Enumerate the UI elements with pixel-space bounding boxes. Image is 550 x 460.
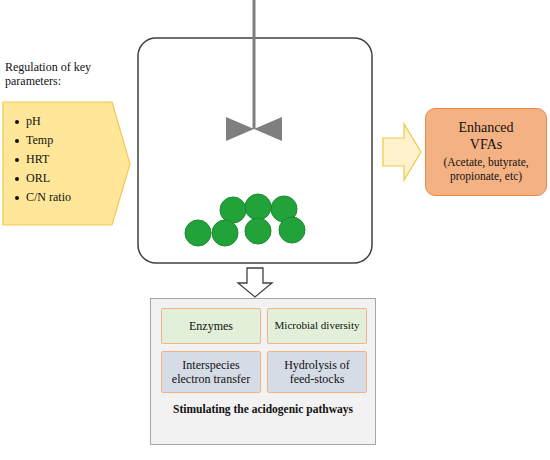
stirrer-blade	[226, 117, 254, 141]
box-text: Interspecies electron transfer	[168, 358, 254, 387]
sludge-granules	[185, 194, 305, 246]
parameter-item: HRT	[26, 152, 49, 166]
down-arrow	[238, 268, 272, 297]
parameter-item: C/N ratio	[26, 190, 71, 204]
bullet-dot	[15, 139, 19, 143]
pathway-box: Hydrolysis of feed-stocks	[267, 351, 367, 393]
box-text: (Acetate, butyrate, propionate, etc)	[432, 156, 540, 184]
bullet-dot	[15, 120, 19, 124]
output-arrow	[383, 124, 421, 180]
box-text: Enhanced VFAs	[450, 120, 522, 154]
parameter-arrow: Regulation of key parameters: pH TempHRT OR…	[0, 58, 134, 230]
parameter-heading: Regulation of key parameters:	[5, 60, 123, 89]
bullet-dot	[15, 177, 19, 181]
output-box: Enhanced VFAs(Acetate, butyrate, propion…	[425, 108, 547, 196]
parameter-item: Temp	[26, 133, 53, 147]
box-text: Enzymes	[189, 319, 233, 333]
parameter-item: ORL	[26, 171, 50, 185]
pathway-box: Interspecies electron transfer	[161, 351, 261, 393]
bullet-dot	[15, 196, 19, 200]
parameter-item: pH	[26, 114, 41, 128]
stirrer-shaft	[253, 0, 256, 129]
box-text: Microbial diversity	[275, 319, 360, 332]
pathway-box: Enzymes	[161, 308, 261, 344]
pathway-panel: Stimulating the acidogenic pathways Enzym…	[150, 298, 376, 445]
pathway-box: Microbial diversity	[267, 308, 367, 344]
box-text: Hydrolysis of feed-stocks	[274, 358, 360, 387]
stirrer-blade	[254, 117, 282, 141]
bullet-dot	[15, 158, 19, 162]
panel-title: Stimulating the acidogenic pathways	[155, 403, 371, 417]
